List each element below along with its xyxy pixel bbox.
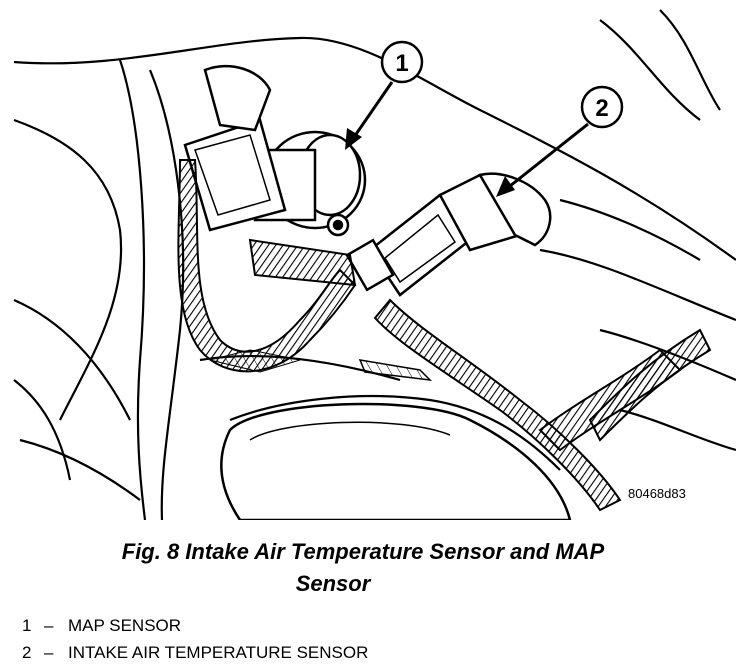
legend: 1–MAP SENSOR 2–INTAKE AIR TEMPERATURE SE…: [22, 612, 368, 666]
legend-number: 1: [22, 616, 32, 635]
legend-number: 2: [22, 643, 32, 662]
engine-background: [13, 9, 736, 520]
legend-item: 2–INTAKE AIR TEMPERATURE SENSOR: [22, 639, 368, 666]
legend-label: MAP SENSOR: [68, 616, 182, 635]
legend-item: 1–MAP SENSOR: [22, 612, 368, 639]
caption-line-1: Fig. 8 Intake Air Temperature Sensor and…: [121, 539, 605, 564]
legend-label: INTAKE AIR TEMPERATURE SENSOR: [68, 643, 369, 662]
callout-2: 2: [496, 85, 624, 197]
intake-air-temperature-sensor: [345, 172, 552, 297]
legend-dash: –: [44, 643, 54, 662]
svg-text:1: 1: [395, 50, 408, 77]
legend-dash: –: [44, 616, 54, 635]
engine-illustration: 1 2: [13, 9, 736, 520]
svg-text:2: 2: [595, 95, 608, 122]
callout-1: 1: [345, 40, 424, 150]
image-code: 80468d83: [628, 486, 686, 501]
wiring-harness: [177, 159, 712, 512]
caption-line-2: Sensor: [295, 571, 371, 596]
map-sensor: [183, 64, 367, 237]
figure-caption: Fig. 8 Intake Air Temperature Sensor and…: [0, 536, 736, 600]
